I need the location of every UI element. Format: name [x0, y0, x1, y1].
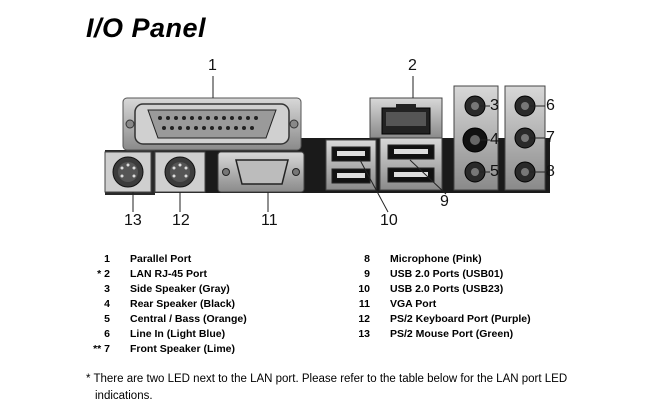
legend-label: PS/2 Keyboard Port (Purple)	[390, 313, 531, 325]
audio-stack-left	[453, 85, 499, 191]
footnote-line-2: indications.	[95, 390, 153, 402]
legend-number: 3	[104, 283, 110, 295]
io-panel-photo	[104, 76, 550, 213]
usb-ports-usb01	[379, 137, 443, 191]
legend-label: PS/2 Mouse Port (Green)	[390, 328, 514, 340]
legend-number: 12	[358, 313, 370, 325]
callout-leaders	[132, 76, 545, 213]
page-title: I/O Panel	[86, 13, 207, 43]
legend-label: USB 2.0 Ports (USB23)	[390, 283, 504, 295]
legend-label: Line In (Light Blue)	[130, 328, 226, 340]
legend-number: 13	[358, 328, 370, 340]
ps2-keyboard-port	[154, 151, 206, 193]
legend-number: ** 7	[93, 343, 110, 355]
legend-number: 9	[364, 268, 370, 280]
legend-label: Side Speaker (Gray)	[130, 283, 230, 295]
callout-2: 2	[408, 57, 417, 74]
legend-label: USB 2.0 Ports (USB01)	[390, 268, 504, 280]
legend-number: 11	[358, 298, 370, 310]
callout-10: 10	[380, 212, 398, 229]
legend-number: 1	[104, 253, 110, 265]
legend-label: Front Speaker (Lime)	[130, 343, 236, 355]
callout-13: 13	[124, 212, 142, 229]
legend-number: 10	[358, 283, 370, 295]
callout-9: 9	[440, 193, 449, 210]
legend-number: * 2	[97, 268, 110, 280]
port-legend: 1 Parallel Port * 2 LAN RJ-45 Port 3 Sid…	[0, 252, 667, 362]
legend-label: Rear Speaker (Black)	[130, 298, 236, 310]
legend-number: 6	[104, 328, 110, 340]
callout-5: 5	[490, 163, 499, 180]
usb-ports-usb23	[325, 139, 377, 191]
legend-label: LAN RJ-45 Port	[130, 268, 208, 280]
callout-12: 12	[172, 212, 190, 229]
callout-7: 7	[546, 129, 555, 146]
legend-label: VGA Port	[390, 298, 437, 310]
legend-label: Parallel Port	[130, 253, 192, 265]
callout-11: 11	[261, 212, 278, 229]
legend-number: 4	[104, 298, 110, 310]
callout-1: 1	[208, 57, 217, 74]
io-panel-figure: 1 2 3 4 5 6 7 8 9 10 11 12 13	[104, 57, 555, 229]
callout-4: 4	[490, 131, 499, 148]
ps2-mouse-port	[104, 151, 152, 193]
callout-8: 8	[546, 163, 555, 180]
lan-rj45-port	[369, 97, 443, 139]
callout-6: 6	[546, 97, 555, 114]
legend-label: Microphone (Pink)	[390, 253, 482, 265]
parallel-port	[122, 97, 302, 151]
lan-led-footnote: * There are two LED next to the LAN port…	[86, 371, 646, 405]
legend-number: 8	[364, 253, 370, 265]
legend-label: Central / Bass (Orange)	[130, 313, 247, 325]
footnote-line-1: * There are two LED next to the LAN port…	[86, 373, 568, 385]
vga-port	[217, 151, 305, 193]
callout-3: 3	[490, 97, 499, 114]
legend-number: 5	[104, 313, 110, 325]
